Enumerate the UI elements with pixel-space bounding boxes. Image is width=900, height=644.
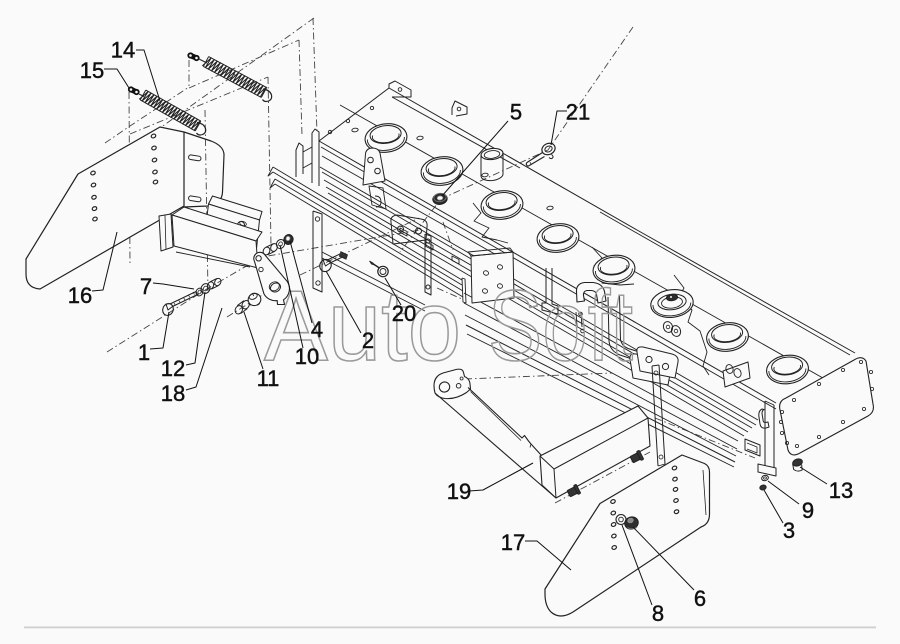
svg-text:19: 19 [447,479,471,504]
svg-text:13: 13 [829,478,853,503]
svg-text:6: 6 [694,586,706,611]
svg-text:16: 16 [68,283,92,308]
svg-text:Soft: Soft [488,270,633,382]
svg-text:21: 21 [566,99,590,124]
svg-text:18: 18 [161,381,185,406]
svg-text:17: 17 [501,530,525,555]
svg-text:15: 15 [80,58,104,83]
svg-text:4: 4 [311,317,323,342]
svg-text:11: 11 [257,366,280,391]
svg-text:14: 14 [111,38,135,63]
svg-text:8: 8 [652,601,664,626]
svg-text:12: 12 [161,356,185,381]
svg-text:9: 9 [802,498,814,523]
svg-text:3: 3 [783,518,795,543]
svg-text:20: 20 [392,301,416,326]
svg-text:5: 5 [510,99,522,124]
svg-text:Auto: Auto [264,270,461,382]
svg-text:10: 10 [295,344,319,369]
svg-text:7: 7 [140,274,152,299]
svg-text:1: 1 [138,340,150,365]
svg-text:2: 2 [362,328,374,353]
